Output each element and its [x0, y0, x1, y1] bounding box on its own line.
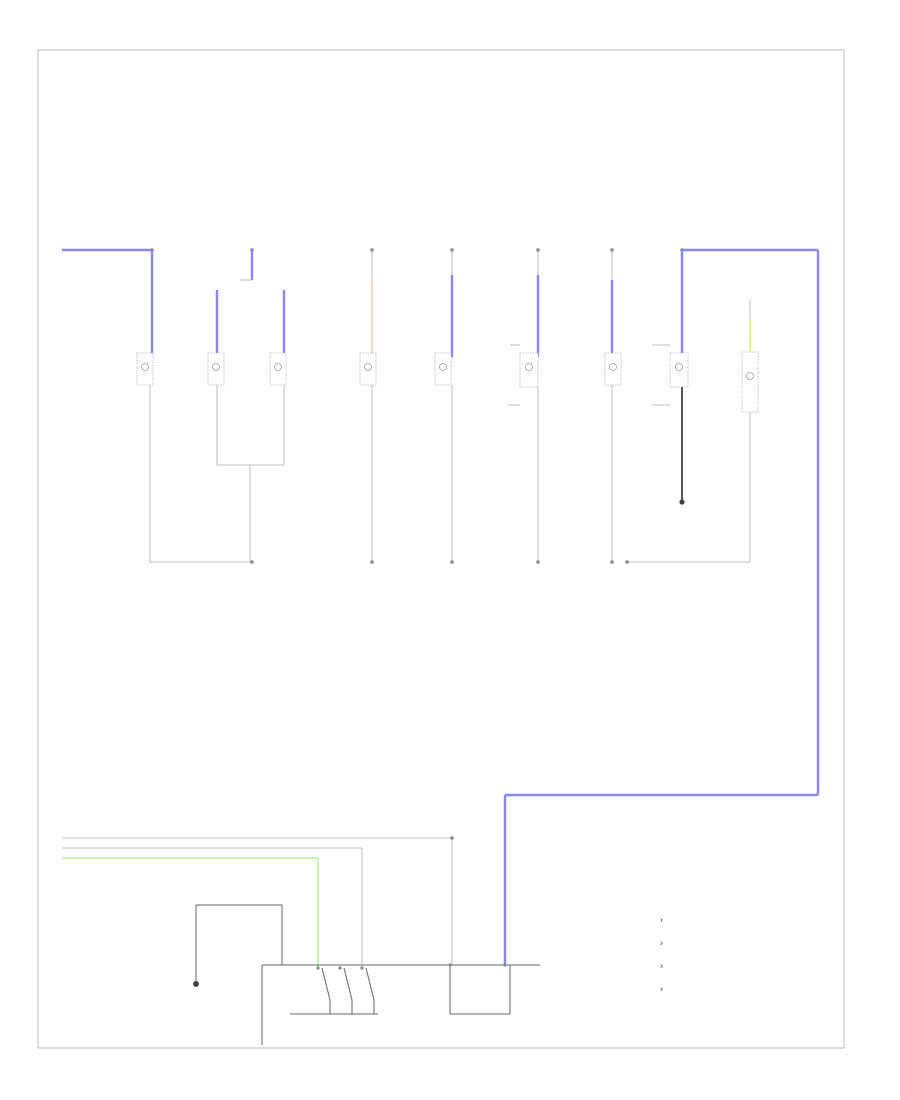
top-power-feed	[62, 248, 154, 357]
return-bus-left	[150, 560, 254, 564]
component-7	[604, 248, 622, 564]
legend: 1 2 3 4	[660, 918, 663, 992]
bottom-bus-wires	[62, 836, 454, 968]
component-3	[269, 290, 287, 465]
component-8	[652, 248, 818, 505]
component-2	[207, 290, 225, 465]
legend-bullet-4	[661, 988, 663, 990]
legend-bullet-2	[661, 942, 663, 944]
return-bus-right	[625, 560, 750, 564]
component-2-feed	[240, 248, 254, 281]
legend-num-1: 1	[660, 918, 663, 923]
legend-bullet-1	[661, 919, 663, 921]
component-6	[508, 248, 540, 564]
component-5	[434, 248, 454, 564]
legend-num-2: 2	[660, 941, 663, 946]
legend-num-3: 3	[660, 964, 663, 969]
bottom-ground	[193, 904, 283, 987]
right-feed-wire	[503, 250, 820, 965]
legend-num-4: 4	[660, 987, 663, 992]
legend-bullet-3	[661, 965, 663, 967]
switch-module	[261, 963, 540, 1045]
component-1	[136, 352, 154, 562]
component-4	[359, 248, 377, 564]
diagram-frame	[37, 49, 845, 1049]
component-9	[741, 300, 759, 562]
ground-icon	[193, 981, 199, 987]
return-join-2-3	[217, 464, 284, 562]
ground-icon	[679, 499, 685, 505]
